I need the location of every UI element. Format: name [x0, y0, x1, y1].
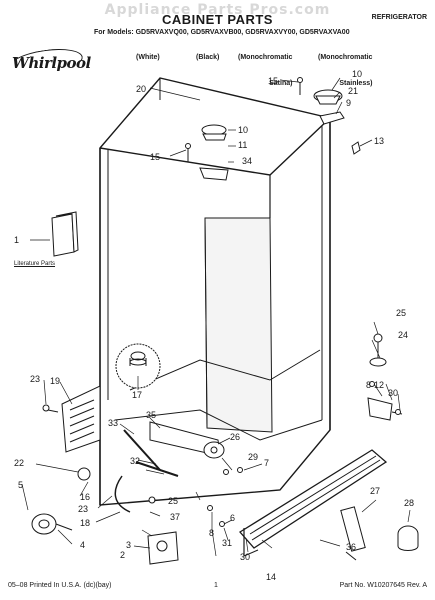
top-hinge-right: [297, 77, 345, 125]
callout-37: 37: [170, 512, 180, 522]
callout-10b: 10: [238, 125, 248, 135]
brand-logo: Whirlpool: [12, 54, 91, 72]
bracket-22: [77, 467, 91, 481]
footer-part-number: Part No. W10207645 Rev. A: [339, 582, 427, 589]
callout-36: 36: [346, 542, 356, 552]
callout-34: 34: [242, 156, 252, 166]
variant-white: (White): [136, 37, 160, 71]
callout-26: 26: [230, 432, 240, 442]
middle-hinge-right: [367, 333, 403, 421]
variant-black: (Black): [196, 37, 219, 71]
callout-20: 20: [136, 84, 146, 94]
tube-18: [114, 475, 131, 513]
callout-30b: 30: [240, 552, 250, 562]
leveling-leg-3: [147, 531, 179, 565]
callout-1: 1: [14, 235, 19, 245]
variant-stainless: (Monochromatic Stainless): [318, 37, 372, 97]
variant-line-2: Stainless): [339, 79, 373, 87]
callout-33: 33: [108, 418, 118, 428]
callout-27: 27: [370, 486, 380, 496]
hinge-bracket-26: [149, 421, 225, 459]
callout-18: 18: [80, 518, 90, 528]
leader-lines: [21, 77, 411, 557]
callout-7: 7: [264, 458, 269, 468]
cabinet-body: [99, 77, 331, 506]
callout-15a: 15: [268, 76, 278, 86]
callout-16: 16: [80, 492, 90, 502]
rod-32: [135, 461, 179, 477]
callout-5: 5: [18, 480, 23, 490]
callout-6: 6: [230, 513, 235, 523]
callout-32: 32: [130, 456, 140, 466]
top-hinge-left: [185, 124, 229, 181]
cap-28: [397, 525, 419, 551]
callout-9: 9: [346, 98, 351, 108]
callout-8a: 8: [209, 528, 214, 538]
callout-8b: 8: [366, 380, 371, 390]
callout-29: 29: [248, 452, 258, 462]
callout-28: 28: [404, 498, 414, 508]
callout-30a: 30: [388, 388, 398, 398]
callout-35: 35: [146, 410, 156, 420]
variant-satina: (Monochromatic Satina): [238, 37, 292, 97]
watermark-text: Appliance Parts Pros.com: [104, 2, 331, 18]
callout-10a: 10: [352, 69, 362, 79]
callout-25b: 25: [168, 496, 178, 506]
plug-13: [351, 141, 361, 155]
variant-line: (Monochromatic: [238, 54, 293, 61]
callout-22: 22: [14, 458, 24, 468]
callout-4: 4: [80, 540, 85, 550]
callout-3: 3: [126, 540, 131, 550]
callout-13: 13: [374, 136, 384, 146]
roller-assembly-4: [31, 513, 73, 535]
callout-12: 12: [374, 380, 384, 390]
variant-line-2: Satina): [269, 79, 293, 87]
models-line: For Models: GD5RVAXVQ00, GD5RVAXVB00, GD…: [94, 29, 350, 36]
footer-print-info: 05–08 Printed In U.S.A. (dc)(bay): [8, 582, 112, 589]
callout-15b: 15: [150, 152, 160, 162]
callout-23b: 23: [78, 504, 88, 514]
callout-2: 2: [120, 550, 125, 560]
callout-31: 31: [222, 538, 232, 548]
category-label: REFRIGERATOR: [371, 14, 427, 21]
callout-11: 11: [238, 140, 247, 150]
literature-parts-label: Literature Parts: [14, 261, 56, 267]
callout-24: 24: [398, 330, 408, 340]
screws: [42, 381, 401, 527]
callout-labels: 1 2 3 4 5 6 7 8 8 9 10 10 11 12 13 14 15…: [14, 69, 414, 582]
callout-19: 19: [50, 376, 60, 386]
callout-25a: 25: [396, 308, 406, 318]
toe-grille-14: [239, 449, 388, 557]
damper-27: [340, 506, 366, 561]
callout-17: 17: [132, 390, 142, 400]
footer-page-number: 1: [214, 582, 218, 589]
variant-line: (Monochromatic: [318, 54, 373, 61]
callout-14: 14: [266, 572, 276, 582]
page-title: CABINET PARTS: [162, 12, 273, 27]
callout-23a: 23: [30, 374, 40, 384]
variant-line: (White): [136, 54, 160, 61]
callout-21: 21: [348, 86, 358, 96]
literature-booklet: [51, 211, 79, 257]
variant-line: (Black): [196, 54, 220, 61]
